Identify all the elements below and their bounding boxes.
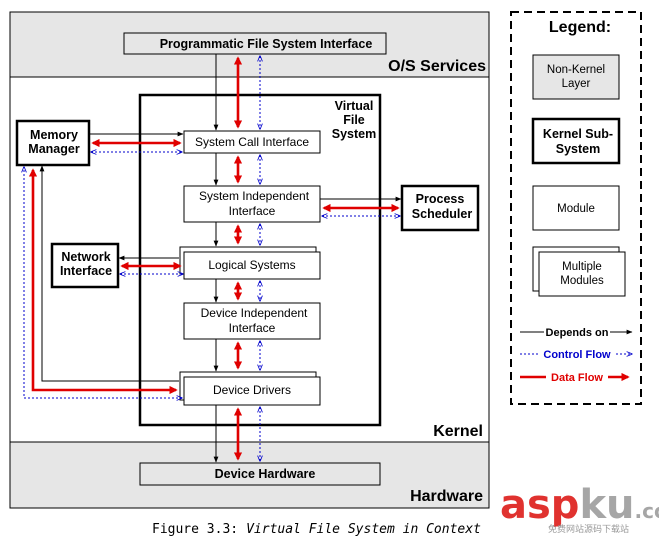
- figure-caption-prefix: Figure 3.3:: [152, 522, 238, 537]
- legend-multiple-label-2: Modules: [560, 275, 604, 287]
- logical-systems-box: Logical Systems: [179, 246, 321, 280]
- legend-kernel-sub-label-2: System: [556, 142, 600, 156]
- hardware-label: Hardware: [410, 488, 483, 505]
- vfs-label-line3: System: [332, 127, 376, 141]
- legend-depends-label: Depends on: [546, 327, 609, 339]
- device-hardware-label: Device Hardware: [215, 467, 316, 481]
- network-interface-box: Network Interface: [50, 242, 120, 289]
- system-independent-interface-box: System Independent Interface: [183, 185, 321, 223]
- legend-multiple-modules: Multiple Modules: [532, 246, 626, 297]
- memory-manager-label-1: Memory: [30, 128, 78, 142]
- system-independent-label-1: System Independent: [199, 189, 310, 203]
- device-hardware-box: Device Hardware: [139, 462, 381, 486]
- network-interface-flows: [118, 255, 183, 274]
- process-scheduler-label-2: Scheduler: [412, 207, 473, 221]
- memory-manager-label-2: Manager: [28, 142, 80, 156]
- legend-depends-on: Depends on: [520, 326, 633, 339]
- device-independent-interface-box: Device Independent Interface: [183, 302, 321, 340]
- legend-kernel-subsystem: Kernel Sub- System: [531, 117, 621, 165]
- system-call-interface-box: System Call Interface: [183, 130, 321, 154]
- logical-systems-label: Logical Systems: [208, 258, 295, 272]
- legend-multiple-label-1: Multiple: [562, 261, 602, 273]
- watermark-logo: aspku.com 免费网站源码下载站: [500, 482, 659, 535]
- legend-non-kernel-layer: Non-Kernel Layer: [532, 54, 620, 100]
- vfs-label-line1: Virtual: [335, 99, 374, 113]
- vfs-label-line2: File: [343, 113, 365, 127]
- memory-manager-box: Memory Manager: [15, 119, 91, 167]
- watermark-text: aspku.com: [500, 482, 659, 528]
- legend-non-kernel-label-1: Non-Kernel: [547, 64, 605, 76]
- device-drivers-box: Device Drivers: [179, 371, 321, 406]
- kernel-label: Kernel: [433, 423, 483, 440]
- legend-module-label: Module: [557, 203, 595, 215]
- legend-title: Legend:: [549, 19, 611, 36]
- process-scheduler-flows: [320, 196, 402, 216]
- legend-data-flow: Data Flow: [520, 371, 630, 384]
- os-services-label: O/S Services: [388, 58, 486, 75]
- figure-caption: Figure 3.3: Virtual File System in Contex…: [152, 522, 481, 537]
- legend-kernel-sub-label-1: Kernel Sub-: [543, 127, 613, 141]
- memory-manager-flows: [24, 131, 184, 398]
- control-drivers-memory: [24, 167, 182, 398]
- legend-module: Module: [532, 185, 620, 231]
- legend: Legend: Non-Kernel Layer Kernel Sub- Sys…: [510, 11, 642, 405]
- legend-control-flow: Control Flow: [520, 348, 632, 361]
- network-interface-label-2: Interface: [60, 264, 112, 278]
- os-services-layer: O/S Services: [9, 11, 490, 78]
- figure-caption-title: Virtual File System in Context: [246, 522, 481, 537]
- device-drivers-label: Device Drivers: [213, 383, 291, 397]
- legend-non-kernel-label-2: Layer: [562, 78, 591, 90]
- device-independent-label-2: Interface: [229, 321, 276, 335]
- system-independent-label-2: Interface: [229, 204, 276, 218]
- vertical-flows: [213, 54, 260, 463]
- network-interface-label-1: Network: [61, 250, 110, 264]
- watermark-subtext: 免费网站源码下载站: [548, 523, 629, 535]
- process-scheduler-box: Process Scheduler: [400, 184, 480, 232]
- legend-control-label: Control Flow: [543, 349, 611, 361]
- pfsi-box: Programmatic File System Interface: [123, 32, 387, 55]
- system-call-interface-label: System Call Interface: [195, 135, 309, 149]
- process-scheduler-label-1: Process: [416, 192, 465, 206]
- legend-data-label: Data Flow: [551, 372, 603, 384]
- pfsi-label: Programmatic File System Interface: [160, 37, 373, 51]
- device-independent-label-1: Device Independent: [201, 306, 308, 320]
